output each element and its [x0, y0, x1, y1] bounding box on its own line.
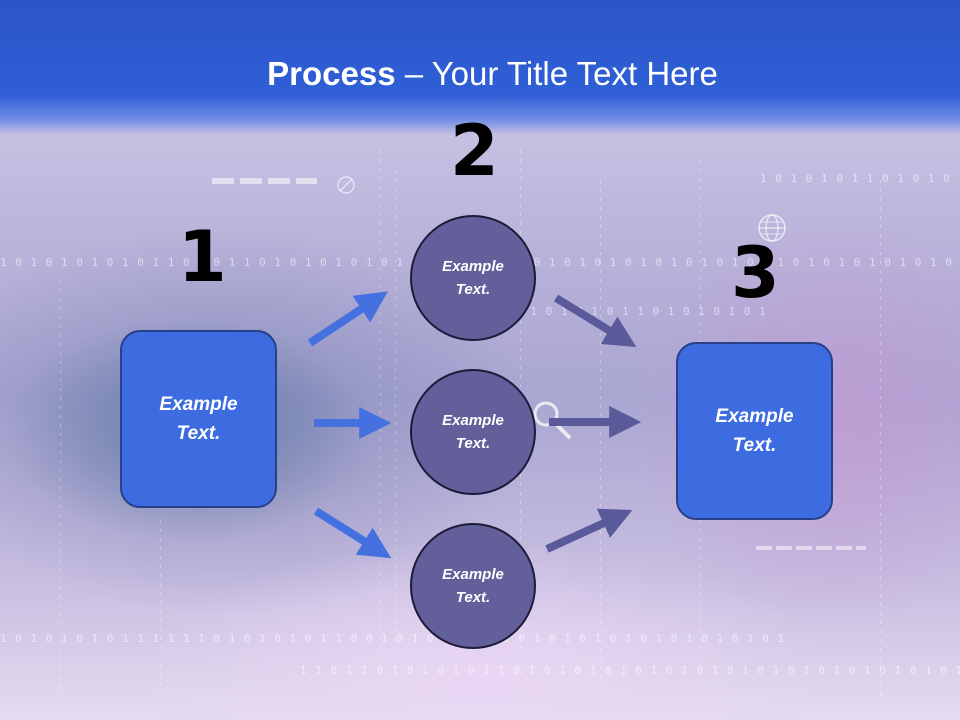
binary-row: 1 0 1 0 1 0 1 1 0 1 0 1 0 1 1 0 — [760, 172, 960, 185]
step-number-1: 1 — [178, 216, 227, 298]
step3-box: Example Text. — [676, 342, 833, 520]
dash-decoration — [756, 546, 866, 550]
step3-label: Example Text. — [715, 406, 794, 456]
binary-column — [880, 180, 881, 700]
globe-icon — [758, 214, 786, 242]
binary-row: 1 0 1 0 1 0 1 0 1 1 1 1 1 1 0 1 0 1 0 1 … — [0, 632, 786, 645]
step2-label-middle: Example Text. — [442, 412, 504, 452]
dash-decoration — [212, 178, 317, 184]
arrow-to-step3-top — [553, 294, 637, 347]
step1-box: Example Text. — [120, 330, 277, 508]
header-band — [0, 0, 960, 135]
step2-label-top: Example Text. — [442, 258, 504, 298]
step2-label-bottom: Example Text. — [442, 566, 504, 606]
title-rest: – Your Title Text Here — [395, 55, 718, 92]
step-number-2: 2 — [450, 110, 499, 192]
step2-circle-middle: Example Text. — [410, 369, 536, 495]
step1-label: Example Text. — [159, 394, 238, 444]
title-bold: Process — [267, 55, 396, 92]
arrow-to-step2-bottom — [313, 507, 392, 559]
binary-row: 1 1 0 1 1 0 1 0 1 0 1 0 1 1 0 1 0 1 0 1 … — [300, 664, 960, 677]
step2-circle-top: Example Text. — [410, 215, 536, 341]
step2-circle-bottom: Example Text. — [410, 523, 536, 649]
arrow-to-step3-bottom — [545, 508, 633, 553]
binary-column — [395, 170, 396, 710]
prohibit-icon — [337, 176, 355, 194]
step-number-3: 3 — [731, 232, 780, 314]
binary-column — [600, 180, 601, 700]
binary-column — [60, 280, 61, 700]
binary-column — [160, 520, 161, 700]
slide-title: Process – Your Title Text Here — [0, 52, 960, 96]
arrow-to-step2-top — [307, 291, 389, 347]
